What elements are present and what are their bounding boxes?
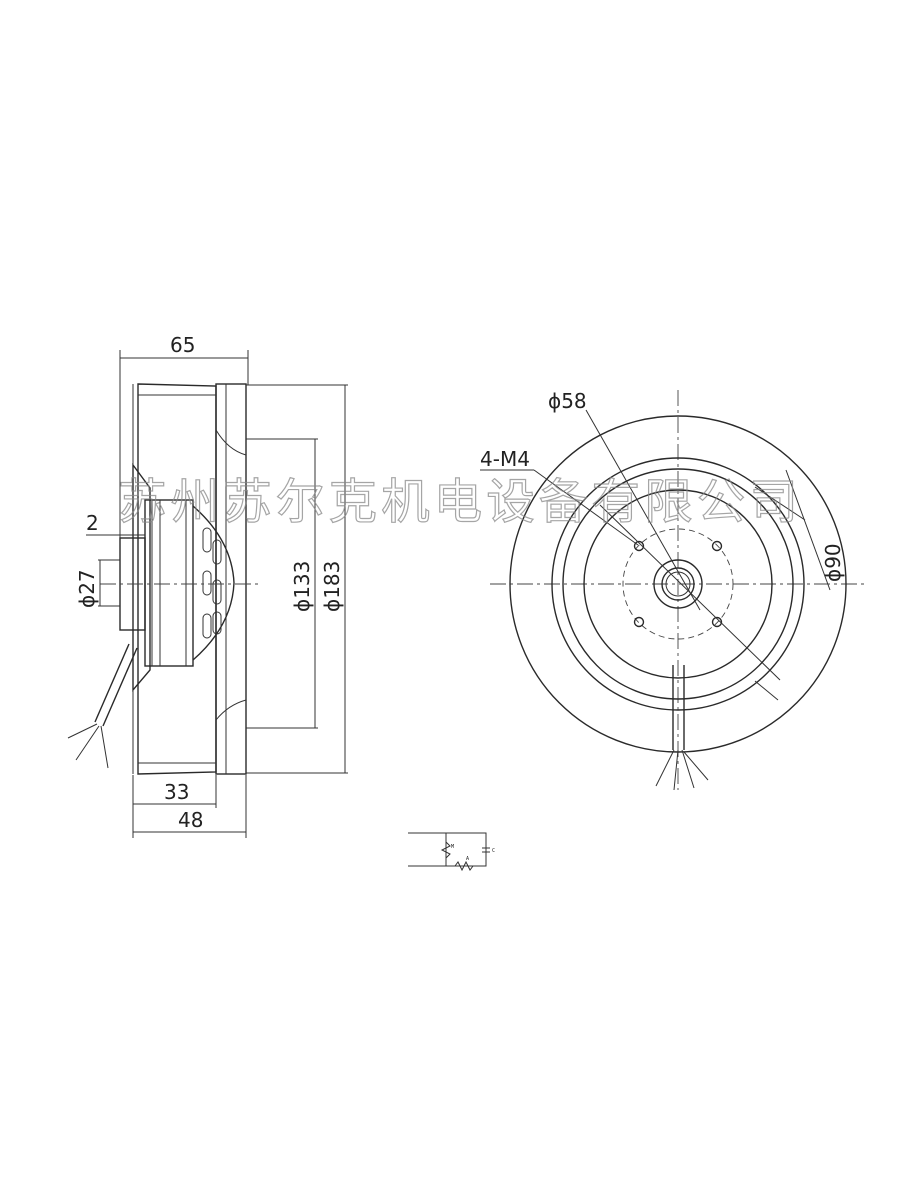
cable-wires — [67, 723, 109, 769]
dim-label-4m4: 4-M4 — [480, 447, 530, 471]
cable-side-a — [102, 647, 138, 727]
hub-inner — [661, 567, 695, 601]
motor-cone — [132, 462, 151, 692]
dim-90-ext-top — [754, 486, 806, 521]
slot-5 — [202, 613, 212, 639]
wiring-label-c: C — [492, 848, 495, 854]
dim-label-27: ϕ27 — [75, 569, 99, 608]
mounting-holes — [633, 540, 723, 628]
motor-outline — [583, 489, 773, 679]
cable-front-wires — [655, 749, 709, 791]
dim-label-133: ϕ133 — [290, 561, 314, 612]
dim-label-48: 48 — [178, 808, 203, 832]
side-cable — [67, 643, 138, 769]
dim-label-58: ϕ58 — [548, 389, 587, 413]
leader-4m4 — [533, 469, 639, 546]
winding-a-symbol — [454, 860, 474, 872]
company-watermark: 苏州苏尔克机电设备有限公司 — [118, 474, 802, 530]
blade-curve-bottom — [215, 699, 247, 721]
front-cable — [655, 665, 709, 791]
slot-2 — [212, 539, 222, 565]
wiring-label-m: M — [451, 844, 454, 850]
hole-bottom-right — [711, 616, 723, 628]
dim-label-65: 65 — [170, 333, 195, 357]
slot-1 — [202, 527, 212, 553]
hub-outer — [653, 559, 703, 609]
winding-m-symbol — [440, 841, 451, 859]
wiring-label-a: A — [466, 856, 469, 862]
slot-3 — [202, 570, 212, 596]
blade-curve-top — [215, 429, 247, 456]
shroud-ring-outer — [551, 457, 805, 711]
hole-bottom-left — [633, 616, 645, 628]
cable-side-b — [94, 643, 130, 723]
cooling-slots — [202, 527, 222, 639]
impeller-shroud — [137, 383, 217, 775]
motor-dome — [192, 505, 235, 661]
wiring-diagram: M C A — [408, 832, 495, 872]
dim-label-33: 33 — [164, 780, 189, 804]
wiring-frame — [408, 832, 487, 867]
hole-top-left — [633, 540, 645, 552]
side-view: 65 — [67, 333, 348, 838]
dim-line-90 — [785, 469, 831, 591]
dim-90-ext-bottom — [754, 680, 779, 701]
slot-4 — [212, 579, 222, 605]
leader-58 — [585, 409, 701, 611]
dim-label-2: 2 — [86, 511, 99, 535]
dim-label-90: ϕ90 — [821, 543, 845, 582]
slot-6 — [212, 611, 222, 635]
front-view: ϕ58 4-M4 ϕ90 — [480, 389, 866, 791]
dim-label-183: ϕ183 — [320, 561, 344, 612]
hole-top-right — [711, 540, 723, 552]
diag-axis — [599, 504, 781, 681]
shroud-ring-inner — [562, 468, 794, 700]
bolt-circle — [622, 528, 734, 640]
